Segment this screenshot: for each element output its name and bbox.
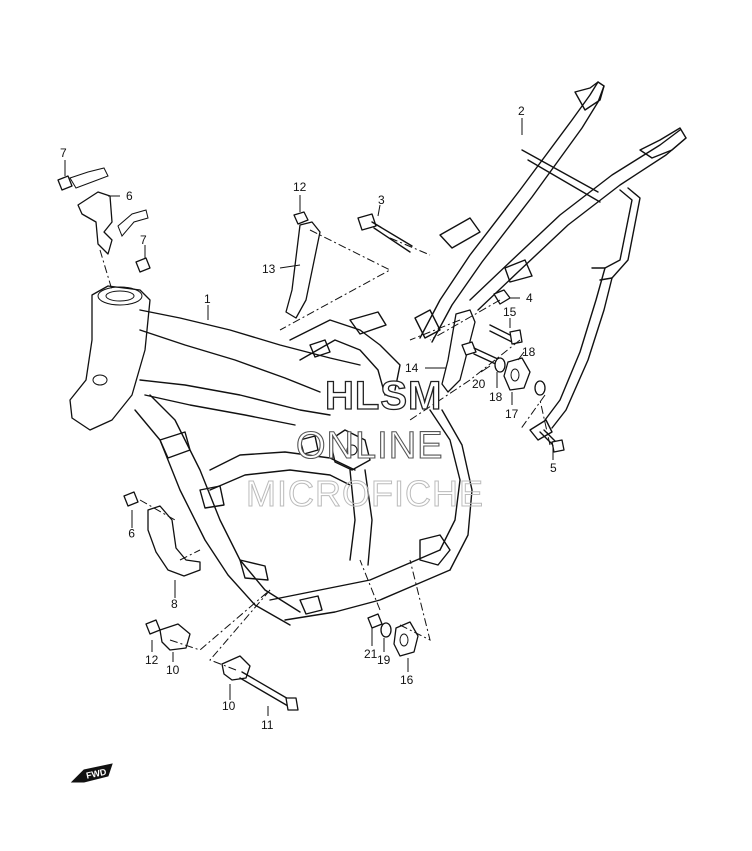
bolt-7-lower <box>135 257 151 273</box>
callout-14: 14 <box>405 361 419 375</box>
callout-5: 5 <box>550 461 557 475</box>
callout-13: 13 <box>262 262 276 276</box>
rear-subframe <box>414 81 687 441</box>
callout-19: 19 <box>377 653 391 667</box>
nut-21 <box>367 613 383 629</box>
callout-10-left: 10 <box>166 663 180 677</box>
callout-16: 16 <box>400 673 414 687</box>
callout-10-right: 10 <box>222 699 236 713</box>
callout-8: 8 <box>171 597 178 611</box>
bolt-7-top <box>57 175 73 191</box>
callout-7-top: 7 <box>60 146 67 160</box>
nut-12-top <box>293 211 309 225</box>
fwd-label: FWD <box>85 767 108 781</box>
watermark: HLSM ONLINE MICROFICHE <box>246 373 484 514</box>
bolt-15 <box>489 324 523 345</box>
callout-17: 17 <box>505 407 519 421</box>
callout-3: 3 <box>378 193 385 207</box>
watermark-line-3: MICROFICHE <box>246 473 484 514</box>
watermark-line-2: ONLINE <box>296 425 443 467</box>
leader-lines <box>64 118 554 716</box>
callout-18-right: 18 <box>522 345 536 359</box>
main-frame <box>69 285 473 626</box>
callout-9: 9 <box>128 526 135 540</box>
callout-4: 4 <box>526 291 533 305</box>
callout-21: 21 <box>364 647 378 661</box>
callout-20: 20 <box>472 377 486 391</box>
bracket-10-left <box>159 623 191 651</box>
bracket-10-right <box>221 655 251 681</box>
bolt-3 <box>357 213 413 253</box>
bolt-5 <box>539 429 565 453</box>
callouts: 1 2 3 4 5 6 7 7 8 9 10 10 11 12 12 13 14… <box>60 104 557 732</box>
washer-18-a <box>494 357 506 373</box>
guard-8 <box>147 505 201 577</box>
assembly-lines <box>99 229 551 671</box>
callout-18-left: 18 <box>489 390 503 404</box>
callout-6: 6 <box>126 189 133 203</box>
bushing-16 <box>393 621 419 657</box>
callout-7-lower: 7 <box>140 233 147 247</box>
callout-12-lower: 12 <box>145 653 159 667</box>
fwd-arrow-icon: FWD <box>70 763 113 783</box>
callout-1: 1 <box>204 292 211 306</box>
bracket-6 <box>69 167 149 255</box>
watermark-line-1: HLSM <box>325 374 442 418</box>
callout-12-top: 12 <box>293 180 307 194</box>
callout-15: 15 <box>503 305 517 319</box>
callout-2: 2 <box>518 104 525 118</box>
bolt-9 <box>123 491 139 507</box>
callout-11: 11 <box>261 718 274 732</box>
nut-12-lower <box>145 619 161 635</box>
washer-18-b <box>534 380 546 396</box>
washer-19 <box>380 622 392 638</box>
bushing-17 <box>503 357 531 391</box>
bolt-20 <box>461 341 501 367</box>
link-stay-14 <box>441 309 476 393</box>
bolt-11 <box>239 671 299 711</box>
link-stay-13 <box>285 221 321 319</box>
